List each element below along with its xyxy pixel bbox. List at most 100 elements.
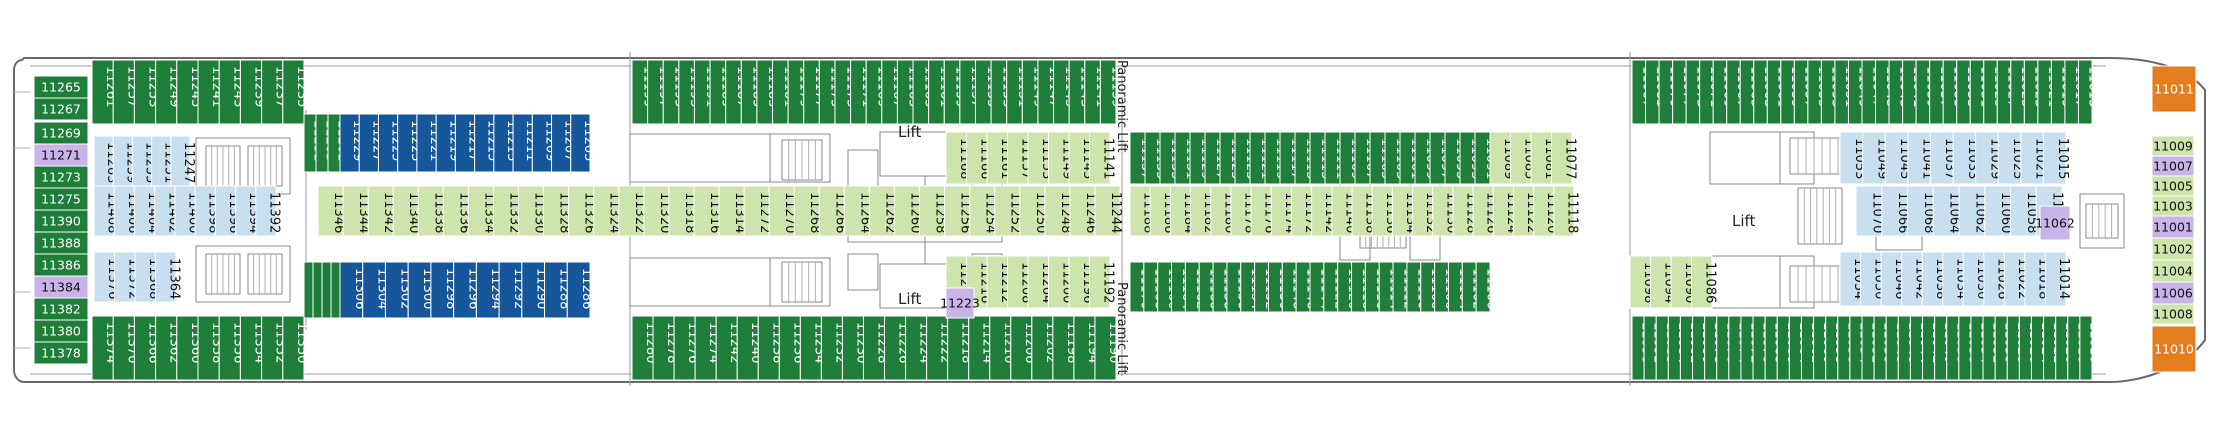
lower-lb-right-cabin[interactable]: 11014 bbox=[2044, 251, 2071, 307]
cabin-box[interactable] bbox=[317, 185, 344, 237]
mid-lg-cabin[interactable]: 11346 bbox=[317, 185, 346, 237]
fwd-right-cabin[interactable]: 11001 bbox=[2151, 215, 2195, 239]
inner-purple-cabin[interactable]: 11223 bbox=[940, 287, 980, 319]
mid-lg-cabin[interactable]: 11248 bbox=[1044, 185, 1073, 237]
aft-left-cabin[interactable]: 11380 bbox=[33, 319, 89, 343]
mid-lb-right-cabin[interactable]: 11068 bbox=[1907, 185, 1936, 237]
aft-left-cabin[interactable]: 11273 bbox=[33, 165, 89, 189]
mid-lg-cabin[interactable]: 11326 bbox=[568, 185, 597, 237]
cabin-box[interactable] bbox=[568, 185, 595, 237]
fwd-right-cabin[interactable]: 11007 bbox=[2151, 155, 2195, 177]
mid-lg-center-cabin[interactable]: 11118 bbox=[1553, 185, 1580, 237]
fwd-right-cabin[interactable]: 11006 bbox=[2151, 281, 2195, 305]
mid-lg-cabin[interactable]: 11246 bbox=[1069, 185, 1098, 237]
mid-lg-cabin[interactable]: 11340 bbox=[392, 185, 421, 237]
mid-lg-cabin[interactable]: 11324 bbox=[593, 185, 622, 237]
cabin-box[interactable] bbox=[768, 185, 795, 237]
fwd-right-cabin[interactable]: 11008 bbox=[2151, 303, 2195, 325]
mid-lg-cabin[interactable]: 11316 bbox=[693, 185, 722, 237]
cabin-box[interactable] bbox=[1475, 261, 1491, 313]
aft-left-cabin[interactable]: 11271 bbox=[33, 143, 89, 167]
center-green-bottom-cabin[interactable]: 11100 bbox=[1475, 261, 1499, 313]
cabin-box[interactable] bbox=[969, 185, 996, 237]
cabin-box[interactable] bbox=[518, 185, 545, 237]
aft-left-cabin[interactable]: 11269 bbox=[33, 121, 89, 145]
mid-lb-right-cabin[interactable]: 11060 bbox=[1984, 185, 2013, 237]
cabin-box[interactable] bbox=[570, 113, 591, 173]
mid-lb-left-cabin[interactable]: 11392 bbox=[255, 185, 282, 237]
cabin-box[interactable] bbox=[1019, 185, 1046, 237]
cabin-box[interactable] bbox=[367, 185, 394, 237]
mid-lg-cabin[interactable]: 11318 bbox=[668, 185, 697, 237]
bottom-outer-right-cabin[interactable]: 11010 bbox=[2079, 315, 2102, 381]
cabin-box[interactable] bbox=[566, 261, 591, 319]
cabin-box[interactable] bbox=[282, 315, 305, 381]
cabin-box[interactable] bbox=[2079, 315, 2093, 381]
top-outer-right-cabin[interactable]: 11013 bbox=[2077, 59, 2101, 125]
mid-lg-cabin[interactable]: 11252 bbox=[994, 185, 1023, 237]
cabin-box[interactable] bbox=[1907, 185, 1934, 237]
aft-left-cabin[interactable]: 11378 bbox=[33, 341, 89, 365]
cabin-box[interactable] bbox=[693, 185, 720, 237]
cabin-box[interactable] bbox=[33, 97, 89, 121]
mid-lb-right-cabin[interactable]: 11058 bbox=[2010, 185, 2039, 237]
cabin-box[interactable] bbox=[1089, 131, 1111, 185]
lower-lg-mid-cabin[interactable]: 11192 bbox=[1089, 255, 1116, 309]
top-inner-blue-cabin[interactable]: 11205 bbox=[570, 113, 596, 173]
cabin-box[interactable] bbox=[33, 341, 89, 365]
mid-lg-cabin[interactable]: 11330 bbox=[518, 185, 547, 237]
cabin-box[interactable] bbox=[417, 185, 444, 237]
mid-lg-cabin[interactable]: 11272 bbox=[743, 185, 772, 237]
cabin-box[interactable] bbox=[944, 185, 971, 237]
cabin-box[interactable] bbox=[2151, 325, 2197, 373]
mid-lg-cabin[interactable]: 11334 bbox=[467, 185, 496, 237]
fwd-right-cabin[interactable]: 11004 bbox=[2151, 259, 2195, 283]
upper-lb-right-cabin[interactable]: 11015 bbox=[2042, 131, 2070, 185]
inner-purple-cabin[interactable]: 11062 bbox=[2035, 205, 2075, 241]
aft-left-cabin[interactable]: 11267 bbox=[33, 97, 89, 121]
fwd-right-cabin[interactable]: 11005 bbox=[2151, 175, 2195, 197]
cabin-box[interactable] bbox=[255, 185, 277, 237]
cabin-box[interactable] bbox=[643, 185, 670, 237]
mid-lg-cabin[interactable]: 11268 bbox=[793, 185, 822, 237]
mid-lb-left-cabin[interactable]: 11396 bbox=[214, 185, 241, 237]
cabin-box[interactable] bbox=[593, 185, 620, 237]
mid-lg-cabin[interactable]: 11270 bbox=[768, 185, 797, 237]
aft-left-cabin[interactable]: 11265 bbox=[33, 75, 89, 99]
cabin-box[interactable] bbox=[1932, 185, 1960, 237]
aft-left-cabin[interactable]: 11386 bbox=[33, 253, 89, 277]
mid-lg-cabin[interactable]: 11322 bbox=[618, 185, 647, 237]
aft-left-cabin[interactable]: 11384 bbox=[33, 275, 89, 299]
cabin-box[interactable] bbox=[893, 185, 921, 237]
cabin-box[interactable] bbox=[743, 185, 770, 237]
aft-left-cabin[interactable]: 11275 bbox=[33, 187, 89, 211]
fwd-right-cabin[interactable]: 11009 bbox=[2151, 135, 2195, 157]
cabin-box[interactable] bbox=[2151, 303, 2195, 325]
cabin-box[interactable] bbox=[1551, 131, 1573, 185]
mid-lg-cabin[interactable]: 11336 bbox=[442, 185, 471, 237]
top-outer-left-cabin[interactable]: 11235 bbox=[282, 59, 309, 125]
cabin-box[interactable] bbox=[155, 251, 177, 303]
mid-lg-cabin[interactable]: 11260 bbox=[893, 185, 922, 237]
cabin-box[interactable] bbox=[994, 185, 1021, 237]
cabin-box[interactable] bbox=[1553, 185, 1575, 237]
upper-lb-left-cabin[interactable]: 11247 bbox=[170, 135, 196, 187]
mid-lb-right-cabin[interactable]: 11070 bbox=[1855, 185, 1884, 237]
lower-lb-left-cabin[interactable]: 11368 bbox=[134, 251, 161, 303]
cabin-box[interactable] bbox=[342, 185, 369, 237]
mid-lg-cabin[interactable]: 11342 bbox=[367, 185, 396, 237]
cabin-box[interactable] bbox=[1044, 185, 1071, 237]
cabin-box[interactable] bbox=[1094, 315, 1117, 381]
aft-left-cabin[interactable]: 11388 bbox=[33, 231, 89, 255]
cabin-box[interactable] bbox=[2042, 131, 2067, 185]
mid-lg-cabin[interactable]: 11320 bbox=[643, 185, 672, 237]
fwd-suite-cabin[interactable]: 11010 bbox=[2151, 325, 2197, 373]
top-outer-mid-cabin[interactable]: 11139 bbox=[1099, 59, 1124, 125]
cabin-box[interactable] bbox=[492, 185, 520, 237]
bottom-outer-left-cabin[interactable]: 11350 bbox=[282, 315, 309, 381]
upper-lg-mid-cabin[interactable]: 11149 bbox=[1048, 131, 1075, 185]
cabin-box[interactable] bbox=[919, 185, 946, 237]
mid-lg-cabin[interactable]: 11256 bbox=[944, 185, 973, 237]
cabin-box[interactable] bbox=[945, 287, 975, 319]
mid-lb-right-cabin[interactable]: 11064 bbox=[1932, 185, 1962, 237]
